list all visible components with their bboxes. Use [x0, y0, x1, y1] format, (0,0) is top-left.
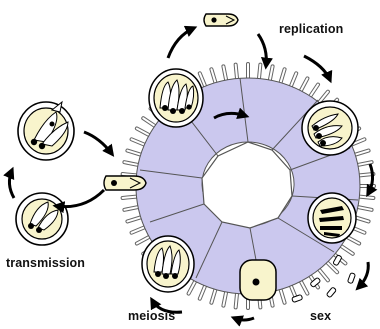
microvillus-core [123, 174, 137, 175]
sporozoite-left [104, 176, 146, 190]
label-transmission: transmission [6, 256, 85, 270]
oocyst-upper [18, 102, 74, 160]
microvillus-core [189, 281, 196, 293]
microvillus-core [359, 197, 373, 198]
microvillus-core [137, 128, 149, 135]
microvillus-core [123, 197, 137, 198]
macrogamont [240, 260, 276, 300]
microvillus-core [143, 118, 155, 126]
label-meiosis: meiosis [128, 309, 175, 323]
oocyst-lower [16, 193, 68, 245]
microvillus-core [236, 65, 237, 79]
microvillus-core [137, 237, 149, 244]
vacuole-top-left [149, 69, 203, 127]
microvillus-core [347, 237, 359, 244]
vacuole-sex-cell [308, 193, 356, 243]
vacuole-bottom-left [142, 236, 194, 292]
microvillus-core [301, 78, 308, 90]
label-replication: replication [279, 22, 343, 36]
microvillus-core [310, 85, 318, 97]
microvillus-core [301, 281, 308, 293]
sporozoite-top [204, 14, 238, 26]
label-sex: sex [310, 309, 331, 323]
microvillus-core [341, 246, 353, 254]
microvillus-core [259, 65, 260, 79]
microvillus-core [319, 269, 328, 280]
vacuole-right [302, 101, 358, 155]
microvillus-core [236, 293, 237, 307]
